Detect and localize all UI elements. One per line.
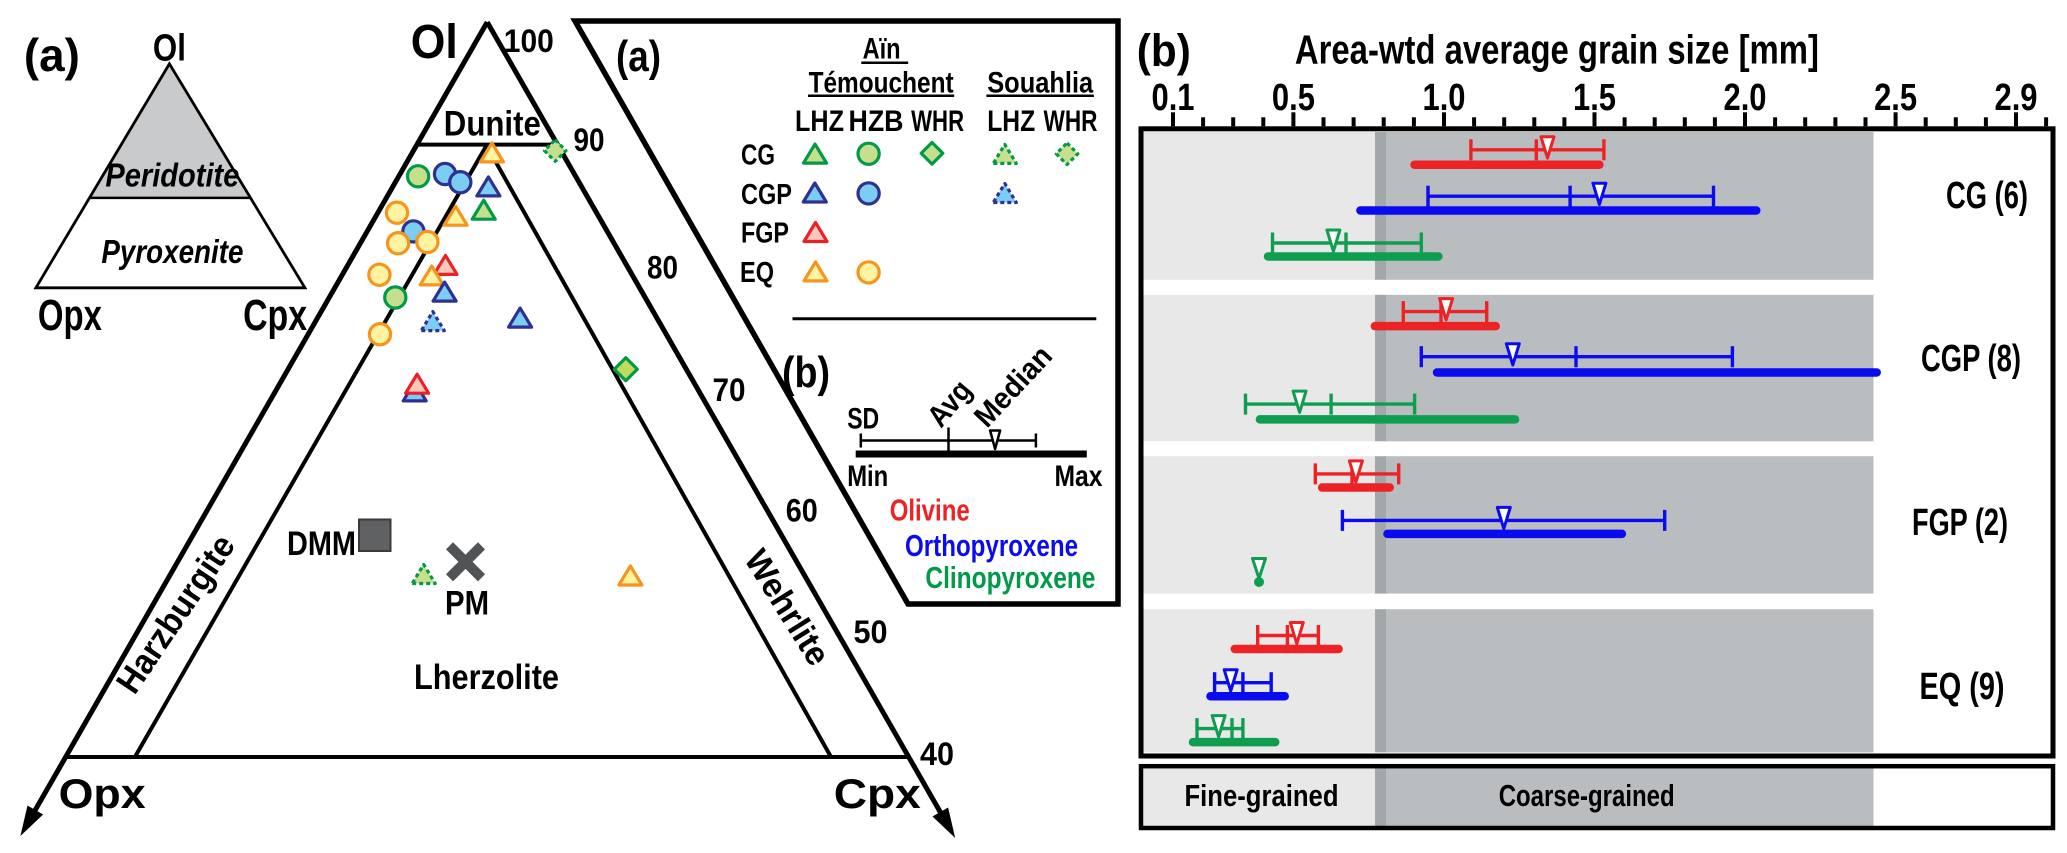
- svg-text:2.9: 2.9: [1995, 77, 2038, 119]
- svg-text:Dunite: Dunite: [444, 104, 541, 143]
- svg-text:100: 100: [504, 23, 554, 59]
- svg-text:(a): (a): [616, 32, 661, 81]
- svg-text:(b): (b): [782, 348, 830, 397]
- svg-text:SD: SD: [847, 403, 879, 436]
- svg-text:EQ (9): EQ (9): [1920, 666, 2005, 708]
- svg-text:0.5: 0.5: [1272, 77, 1315, 119]
- svg-text:90: 90: [574, 122, 605, 158]
- svg-text:1.5: 1.5: [1573, 77, 1616, 119]
- svg-text:2.5: 2.5: [1874, 77, 1917, 119]
- svg-text:(a): (a): [24, 29, 80, 81]
- svg-text:HZB: HZB: [849, 105, 904, 138]
- svg-text:LHZ: LHZ: [795, 105, 844, 138]
- svg-text:40: 40: [920, 736, 954, 772]
- svg-text:Max: Max: [1055, 460, 1103, 493]
- svg-text:Opx: Opx: [38, 291, 102, 340]
- svg-text:WHR: WHR: [1044, 105, 1098, 138]
- svg-text:CGP: CGP: [741, 179, 792, 211]
- svg-text:Souahlia: Souahlia: [987, 67, 1093, 100]
- svg-text:Cpx: Cpx: [243, 291, 307, 340]
- svg-text:80: 80: [647, 250, 678, 286]
- svg-text:Ol: Ol: [411, 16, 458, 69]
- svg-text:Olivine: Olivine: [890, 492, 970, 527]
- svg-text:CG (6): CG (6): [1946, 175, 2028, 217]
- svg-text:60: 60: [786, 493, 818, 529]
- svg-text:EQ: EQ: [740, 257, 774, 289]
- svg-text:LHZ: LHZ: [987, 105, 1035, 138]
- svg-text:FGP (2): FGP (2): [1912, 502, 2008, 544]
- svg-text:Min: Min: [847, 460, 888, 493]
- svg-text:DMM: DMM: [287, 525, 356, 563]
- svg-text:70: 70: [713, 372, 746, 408]
- svg-text:Opx: Opx: [59, 770, 147, 817]
- svg-text:Ol: Ol: [153, 28, 186, 70]
- svg-text:(b): (b): [1137, 25, 1191, 76]
- svg-text:WHR: WHR: [911, 105, 964, 138]
- svg-text:Pyroxenite: Pyroxenite: [101, 233, 243, 270]
- svg-text:Peridotite: Peridotite: [105, 157, 239, 194]
- svg-text:Cpx: Cpx: [834, 770, 922, 817]
- svg-text:Fine-grained: Fine-grained: [1185, 778, 1339, 813]
- svg-text:Témouchent: Témouchent: [809, 67, 954, 100]
- svg-text:Orthopyroxene: Orthopyroxene: [905, 528, 1078, 563]
- svg-text:50: 50: [854, 614, 888, 650]
- svg-text:Clinopyroxene: Clinopyroxene: [925, 560, 1095, 595]
- svg-text:1.0: 1.0: [1423, 77, 1466, 119]
- svg-text:2.0: 2.0: [1724, 77, 1767, 119]
- svg-text:Coarse-grained: Coarse-grained: [1499, 778, 1675, 813]
- svg-text:CG: CG: [741, 140, 775, 172]
- svg-text:PM: PM: [445, 584, 489, 622]
- svg-text:CGP (8): CGP (8): [1921, 338, 2021, 380]
- svg-text:FGP: FGP: [741, 218, 789, 250]
- svg-text:0.1: 0.1: [1152, 77, 1195, 119]
- svg-text:Lherzolite: Lherzolite: [414, 658, 559, 697]
- svg-text:Aïn: Aïn: [863, 33, 901, 66]
- svg-text:Area-wtd average grain size [m: Area-wtd average grain size [mm]: [1295, 26, 1819, 72]
